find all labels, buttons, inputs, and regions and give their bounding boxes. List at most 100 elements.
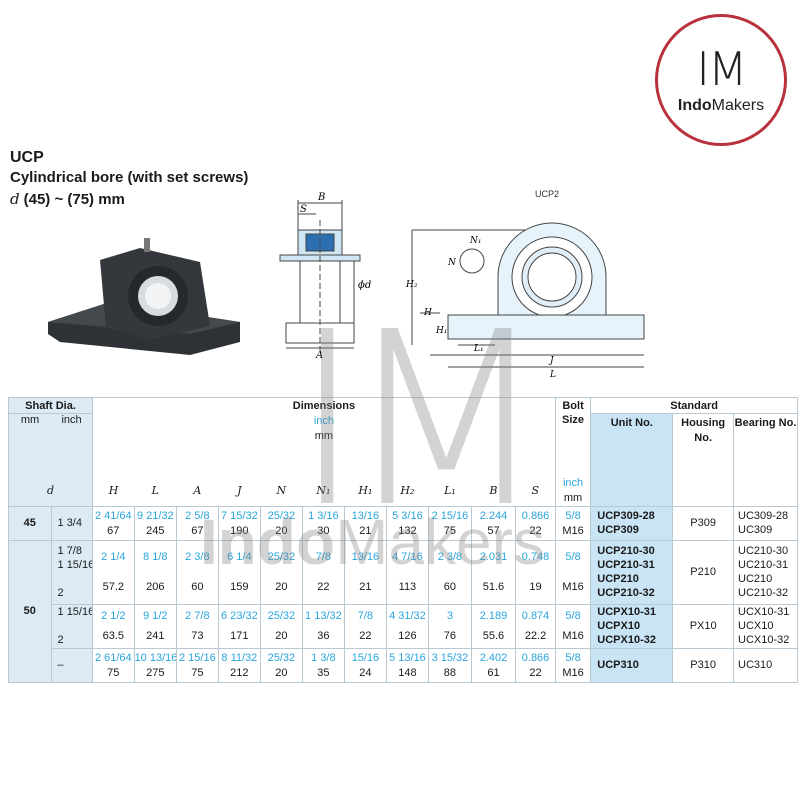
dim-mm-value: 75 [443, 524, 457, 537]
dim-mm-value: 22 [317, 581, 330, 593]
dim-mm-value: 67 [191, 524, 204, 537]
spec-table: Shaft Dia. Dimensions Bolt Standard mm i… [7, 397, 798, 683]
dim-inch-value: 7 15/32 [221, 509, 258, 522]
logo-mark: IM [696, 42, 747, 96]
dim-cell: 10 13/16 275 [133, 647, 178, 683]
label-H: H [423, 308, 432, 318]
unit-no-value: UCP309-28 [597, 510, 655, 522]
unit-no-value: UCP210 [597, 573, 639, 585]
dim-inch-value: 8 1/8 [143, 551, 168, 563]
label-A: A [315, 350, 323, 360]
dim-inch-value: 4 7/16 [392, 551, 423, 563]
bearing-no-header: Bearing No. [733, 413, 798, 507]
dim-inch-value: 8 11/32 [221, 651, 258, 664]
dim-inch-value: 13/16 [351, 551, 380, 563]
dim-inch-value: 5 3/16 [392, 509, 423, 522]
dim-mm-value: 75 [107, 666, 120, 679]
dim-mm-value: 206 [146, 581, 165, 593]
dim-inch-value: 4 31/32 [389, 610, 426, 622]
shaft-dia-header: Shaft Dia. [7, 397, 94, 414]
dim-mm-value: 159 [230, 581, 249, 593]
dim-inch-value: 13/16 [351, 509, 380, 522]
unit-no-value: UCP310 [597, 659, 639, 671]
shaft-inch-value: 1 7/8 [57, 545, 82, 557]
dim-mm-value: 20 [275, 666, 288, 679]
dim-mm-value: 20 [275, 630, 288, 642]
mm-header: mm [8, 413, 52, 476]
label-H2: H₂ [405, 280, 418, 290]
housing-no-header: Housing No. [672, 413, 735, 507]
dim-mm-value: 75 [191, 666, 204, 679]
housing-no-cell: P310 [672, 647, 735, 683]
label-B: B [317, 192, 325, 203]
bore-range: d(45) ~ (75) mm [10, 188, 248, 211]
dim-inch-value: 2 15/16 [178, 651, 216, 664]
dim-cell: 15/16 24 [344, 647, 387, 683]
dim-inch-value: 1 3/16 [308, 509, 339, 522]
bolt-mm-value: M16 [562, 666, 584, 679]
label-d: ϕd [358, 280, 371, 291]
label-N1: N₁ [469, 236, 481, 246]
shaft-inch-value: 2 [57, 634, 64, 646]
dim-inch-value: 15/16 [351, 651, 380, 664]
bore-symbol: d [10, 190, 20, 208]
dim-inch-value: 9 1/2 [143, 610, 168, 622]
dim-mm-value: 275 [146, 666, 165, 679]
dim-inch-value: 2 15/16 [431, 509, 469, 522]
side-view-drawing: B S ϕd A [279, 192, 371, 360]
col-H1: H₁ [344, 475, 387, 507]
dim-inch-value: 0.866 [521, 509, 550, 522]
dim-mm-value: 24 [359, 666, 372, 679]
unit-no-value: UCP210-31 [597, 559, 655, 571]
unit-no-value: UCPX10-31 [597, 606, 656, 618]
product-photo [48, 238, 240, 355]
dim-inch-value: 2 41/64 [94, 509, 132, 522]
label-S: S [300, 204, 307, 215]
bolt-mm-unit: mm [563, 491, 583, 504]
label-J: J [548, 356, 555, 366]
shaft-mm-cell: 45 [8, 505, 52, 541]
dim-cell: 2 15/16 75 [428, 505, 472, 541]
bearing-no-value: UC210-30 [738, 545, 789, 557]
shaft-inch-value: – [57, 659, 64, 671]
col-N1: N₁ [302, 475, 345, 507]
unit-no-value: UCP210-32 [597, 587, 655, 599]
label-L: L [549, 370, 556, 380]
dim-mm-value: 19 [529, 581, 542, 593]
dim-mm-value: 57.2 [102, 581, 125, 593]
bearing-no-value: UC210-32 [738, 587, 789, 599]
front-view-drawing: UCP2 N₁ N H₂ H H₁ L₁ J L [405, 189, 645, 380]
dim-inch-value: 10 13/16 [134, 651, 177, 664]
dim-mm-value: 21 [359, 524, 372, 537]
shaft-inch-value: 1 15/16 [57, 606, 93, 618]
dimensions-header: Dimensions [92, 397, 556, 414]
dim-inch-value: 7/8 [315, 551, 332, 563]
col-S: S [515, 475, 556, 507]
dim-mm-value: 67 [107, 524, 120, 537]
drawing-label: UCP2 [535, 189, 559, 199]
size-header: Size [554, 413, 592, 476]
